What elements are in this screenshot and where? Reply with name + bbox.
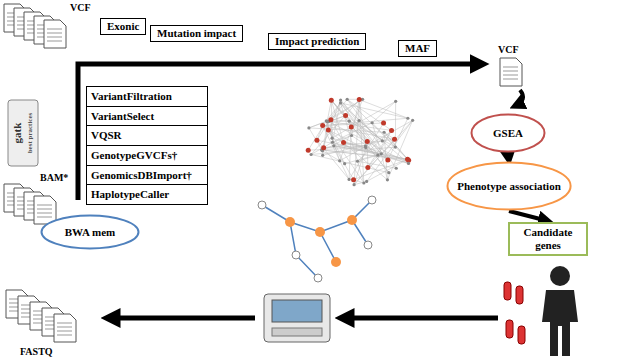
node-text: GSEA bbox=[493, 127, 523, 140]
node-text: Impact prediction bbox=[275, 35, 359, 48]
node-text: Mutation impact bbox=[157, 27, 236, 40]
step-box: MAF bbox=[398, 40, 437, 57]
node-text: VariantSelect bbox=[87, 106, 207, 126]
file-label: VCF bbox=[70, 2, 91, 13]
node-text: Exonic bbox=[107, 20, 139, 33]
gatk-steps-box: VariantFiltrationVariantSelectVQSRGenoty… bbox=[86, 86, 208, 205]
analysis-ellipse: GSEA bbox=[470, 113, 546, 153]
node-text: GenomicsDBImport† bbox=[87, 165, 207, 185]
file-label: BAM* bbox=[40, 172, 68, 183]
flow-arrow bbox=[506, 153, 511, 160]
node-text: VQSR bbox=[87, 125, 207, 145]
step-box: Mutation impact bbox=[150, 25, 243, 42]
node-text: BWA mem bbox=[65, 226, 115, 239]
node-text: HaplotypeCaller bbox=[87, 184, 207, 204]
node-text: MAF bbox=[405, 42, 430, 55]
node-text: GenotypeGVCFs† bbox=[87, 145, 207, 165]
node-text: Phenotype association bbox=[457, 180, 561, 193]
analysis-ellipse: Phenotype association bbox=[446, 161, 572, 211]
result-box: Candidate genes bbox=[508, 222, 588, 256]
file-label: FASTQ bbox=[20, 346, 53, 357]
file-label: VCF bbox=[498, 44, 519, 55]
node-text: VariantFiltration bbox=[87, 87, 207, 106]
step-box: Impact prediction bbox=[268, 33, 366, 50]
flow-arrow bbox=[509, 211, 548, 221]
tool-ellipse: BWA mem bbox=[40, 214, 140, 250]
logo-text: best practices bbox=[26, 113, 34, 154]
logo-text: gatk bbox=[11, 123, 23, 144]
node-text: Candidate genes bbox=[516, 226, 580, 251]
step-box: Exonic bbox=[100, 18, 146, 35]
